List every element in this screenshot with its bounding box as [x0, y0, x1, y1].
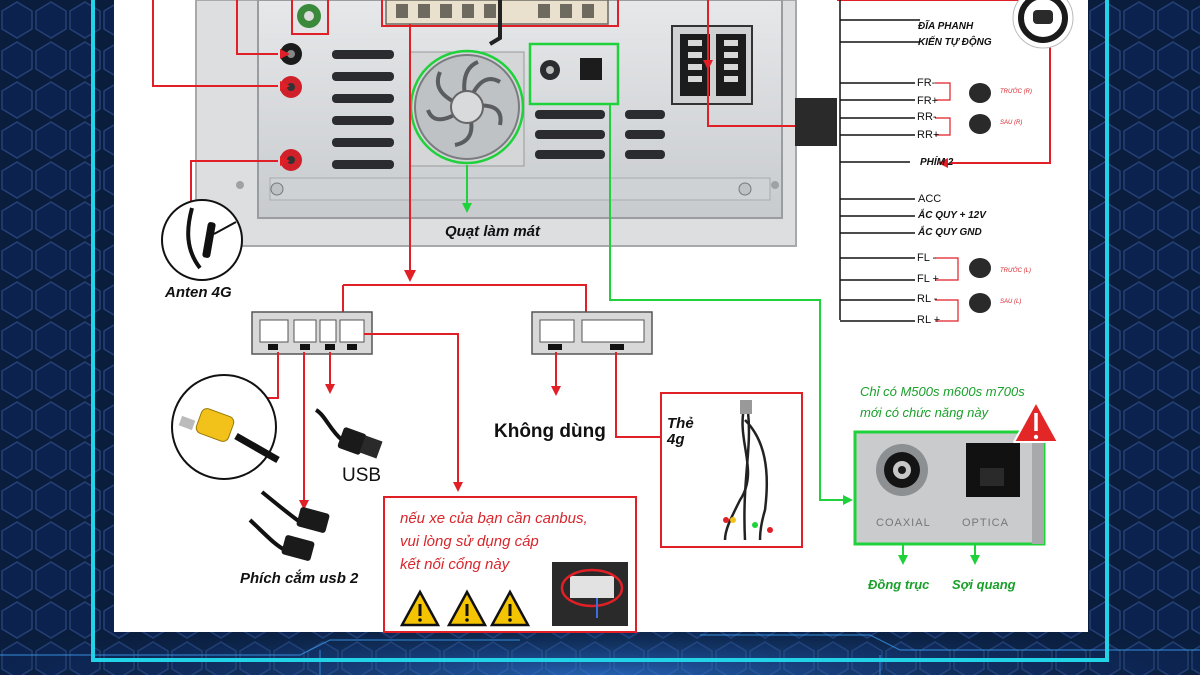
wire-acc: ACC [918, 193, 942, 205]
sim-card-label-bottom: 4g [667, 431, 685, 448]
usb-label: USB [342, 465, 382, 486]
wire-fr-plus: FR+ [917, 95, 939, 107]
coaxial-label: Đồng trục [868, 577, 930, 592]
rear-l-label: SAU (L) [1000, 299, 1022, 305]
wire-battery-gnd: ẮC QUY GND [918, 227, 982, 238]
not-used-label: Không dùng [494, 421, 606, 442]
models-note-line1: Chỉ có M500s m600s m700s [860, 384, 1025, 399]
rear-r-label: SAU (R) [1000, 120, 1023, 126]
wire-key2: PHÍM 2 [920, 157, 954, 168]
sim-card-label-top: Thẻ [667, 415, 694, 432]
optical-label: Sợi quang [952, 577, 1016, 592]
coaxial-port-label: COAXIAL [876, 517, 931, 529]
wire-fl-minus: FL - [917, 252, 937, 264]
wire-fr-minus: FR- [917, 77, 936, 89]
cable-harness-icon [723, 403, 769, 541]
steering-wheel-icon [1012, 0, 1074, 49]
models-note-line2: mới có chức năng này [860, 405, 989, 420]
wire-fl-plus: FL + [917, 273, 939, 285]
wire-brake: ĐĨA PHANH [918, 21, 974, 32]
wire-rr-plus: RR+ [917, 129, 940, 141]
front-l-label: TRƯỚC (L) [1000, 268, 1031, 274]
wire-rr-minus: RR- [917, 111, 937, 123]
warning-icon [1013, 401, 1059, 443]
wire-auto-antenna: KIẾN TỰ ĐỘNG [918, 37, 992, 48]
usb-plug-2-label: Phích cắm usb 2 [240, 570, 359, 587]
usb-plug-icon [248, 408, 383, 561]
rca-plug-icon [178, 408, 280, 464]
speaker-icon [969, 83, 991, 313]
antenna-label: Anten 4G [165, 284, 232, 301]
cooling-fan-label: Quạt làm mát [445, 223, 541, 240]
front-r-label: TRƯỚC (R) [1000, 89, 1032, 95]
optical-port-label: OPTICA [962, 517, 1009, 529]
wire-rl-plus: RL + [917, 314, 941, 326]
canbus-note-line1: nếu xe của bạn cần canbus, [400, 510, 588, 527]
wire-rl-minus: RL - [917, 293, 938, 305]
antenna-icon [186, 207, 237, 270]
canbus-note-line2: vui lòng sử dụng cáp [400, 533, 539, 550]
canbus-note-line3: kết nối cổng này [400, 556, 510, 573]
wire-battery-12v: ẮC QUY + 12V [918, 210, 986, 221]
warning-icon [399, 589, 531, 627]
